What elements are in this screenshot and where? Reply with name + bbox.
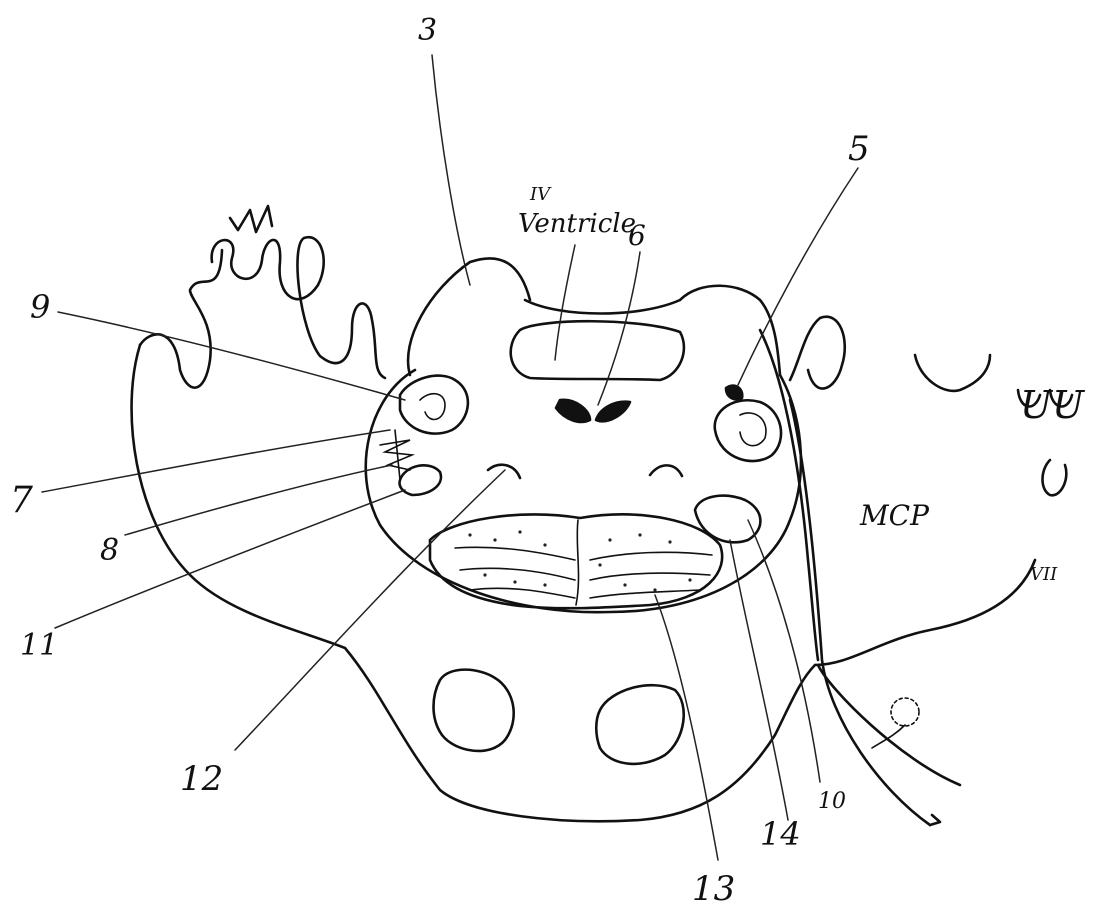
leader-13 [655, 595, 718, 860]
label-8: 8 [100, 533, 119, 568]
label-mcp: MCP [859, 499, 930, 532]
left-folia-outline [140, 237, 385, 387]
ventricle-roof [525, 300, 680, 314]
small-circle-pointer [872, 725, 905, 748]
lower-right-blob [596, 685, 683, 764]
label-11: 11 [20, 628, 58, 663]
lower-left-blob [434, 670, 514, 751]
label-ventricle: Ventricle [518, 209, 636, 239]
pontine-midline [576, 520, 579, 605]
label-10: 10 [818, 789, 846, 814]
left-motor-nucleus-scribble [380, 430, 412, 480]
left-nucleus-upper [400, 376, 468, 434]
arrow-head [930, 815, 940, 825]
right-cerebellum-outline [815, 560, 1035, 665]
label-7: 7 [10, 480, 33, 521]
right-lateral-curve [650, 465, 682, 476]
leader-ventricle [555, 245, 575, 360]
fourth-ventricle-outline [511, 321, 684, 380]
leader-3 [432, 55, 470, 285]
label-roman-vii: VII [1030, 564, 1058, 585]
facial-colliculus-left [556, 400, 590, 422]
label-6: 6 [628, 219, 646, 252]
leader-5 [738, 168, 858, 385]
facial-colliculus-right [596, 402, 630, 422]
label-vii-viii-uu: UU [1020, 383, 1086, 427]
label-iv: IV [529, 184, 552, 205]
label-13: 13 [692, 869, 735, 909]
leader-7 [42, 430, 390, 492]
right-small-dark-nucleus [726, 386, 742, 400]
label-14: 14 [760, 815, 801, 853]
pontine-fiber-lines [455, 547, 712, 598]
nerve-exit-line [818, 665, 960, 785]
right-nucleus-upper-inner [740, 413, 766, 446]
label-5: 5 [848, 129, 870, 169]
leader-12 [235, 470, 505, 750]
right-nucleus-upper [715, 400, 781, 461]
small-dashed-circle [891, 698, 919, 726]
leader-6 [598, 252, 640, 405]
pontine-stipple [468, 530, 691, 591]
leader-8 [125, 465, 392, 535]
label-9: 9 [30, 288, 50, 326]
right-nucleus-lower [695, 496, 760, 543]
label-12: 12 [180, 759, 223, 799]
label-3: 3 [418, 13, 437, 48]
nerve-tract-right-line [790, 400, 930, 825]
left-nucleus-upper-inner [420, 394, 445, 420]
left-folia-tips [230, 206, 272, 232]
pontine-fibers-region [430, 514, 722, 608]
